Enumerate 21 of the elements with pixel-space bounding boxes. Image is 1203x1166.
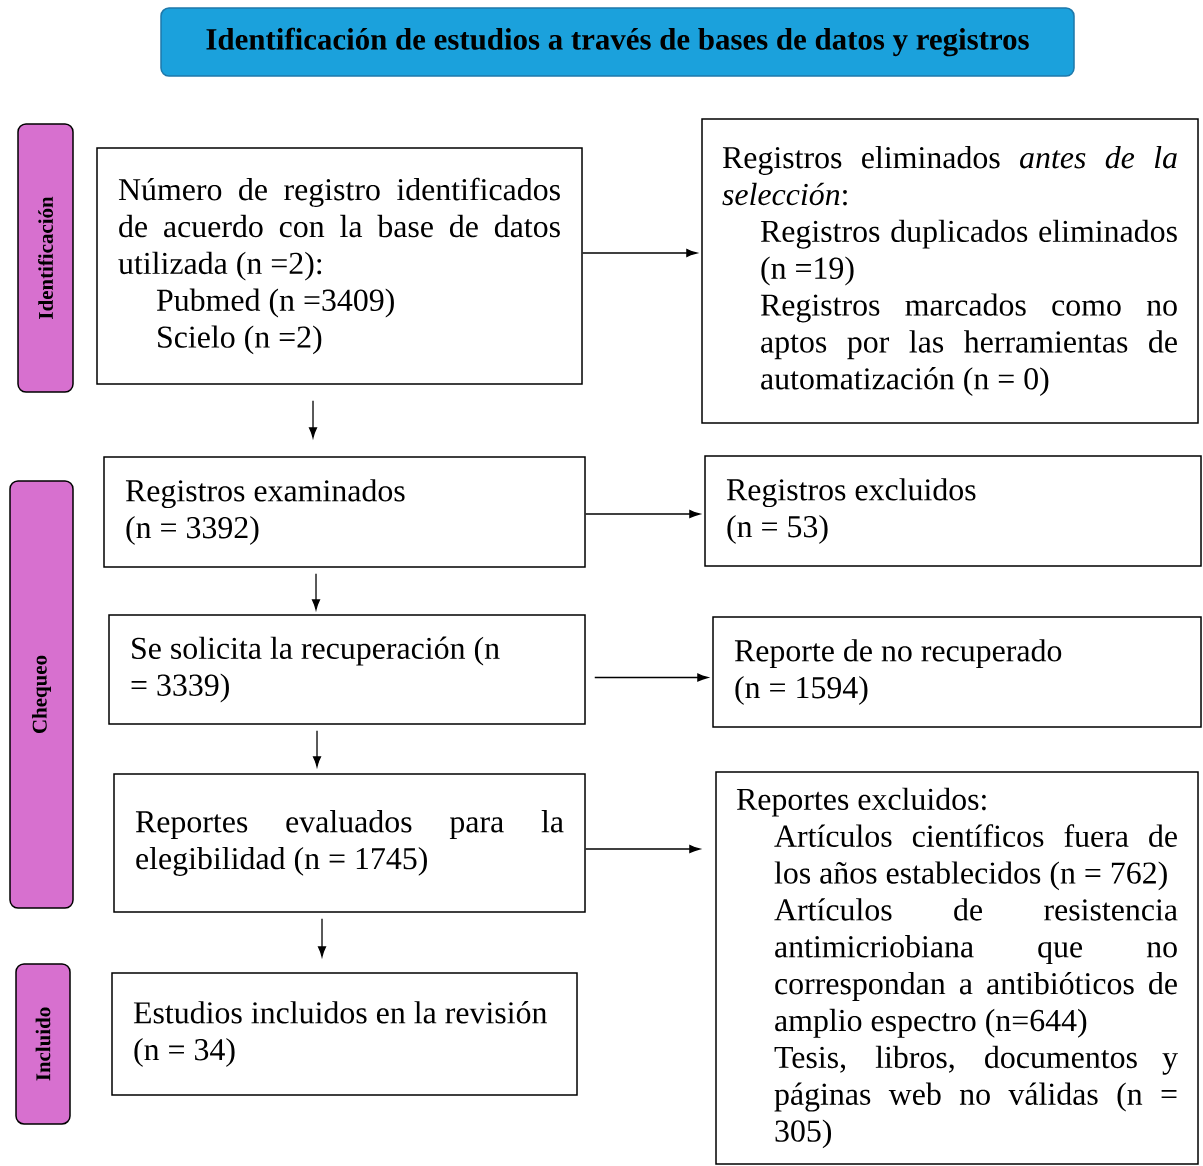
process-box: Estudios incluidos en la revisión (n = 34) bbox=[111, 972, 578, 1096]
arrow bbox=[585, 844, 700, 854]
arrow bbox=[308, 400, 318, 438]
stage-band: Incluido bbox=[15, 963, 71, 1125]
title-banner: Identificación de estudios a través de bases de datos y registros bbox=[160, 7, 1075, 77]
arrow bbox=[585, 509, 700, 519]
process-box: Se solicita la recuperación (n = 3339) bbox=[108, 614, 586, 725]
process-box: Reportes excluidos: Artículos científicos fuera de los años establecidos (n = 762) Artículos de resistencia antimicriobiana que no correspondan a antibióticos de amplio espectro (n=644) Tesis, libros, documentos y páginas web no válidas (n = 305) bbox=[715, 771, 1199, 1165]
stage-band: Chequeo bbox=[9, 480, 74, 909]
process-box: Registros eliminados antes de la selección: Registros duplicados eliminados (n =19) Registros marcados como no aptos por las herramientas de automatización (n = 0) bbox=[701, 118, 1199, 424]
arrow bbox=[317, 918, 327, 957]
process-box: Registros examinados (n = 3392) bbox=[103, 456, 586, 568]
process-box: Número de registro identificados de acuerdo con la base de datos utilizada (n =2): Pubmed (n =3409) Scielo (n =2) bbox=[96, 147, 583, 385]
stage-band: Identificación bbox=[17, 123, 74, 393]
process-box: Registros excluidos (n = 53) bbox=[704, 455, 1202, 567]
process-box: Reporte de no recuperado (n = 1594) bbox=[712, 616, 1202, 728]
arrow bbox=[594, 673, 708, 682]
process-box: Reportes evaluados para la elegibilidad (n = 1745) bbox=[113, 773, 586, 913]
arrow bbox=[582, 248, 697, 258]
arrow bbox=[311, 573, 321, 610]
arrow bbox=[312, 730, 322, 767]
